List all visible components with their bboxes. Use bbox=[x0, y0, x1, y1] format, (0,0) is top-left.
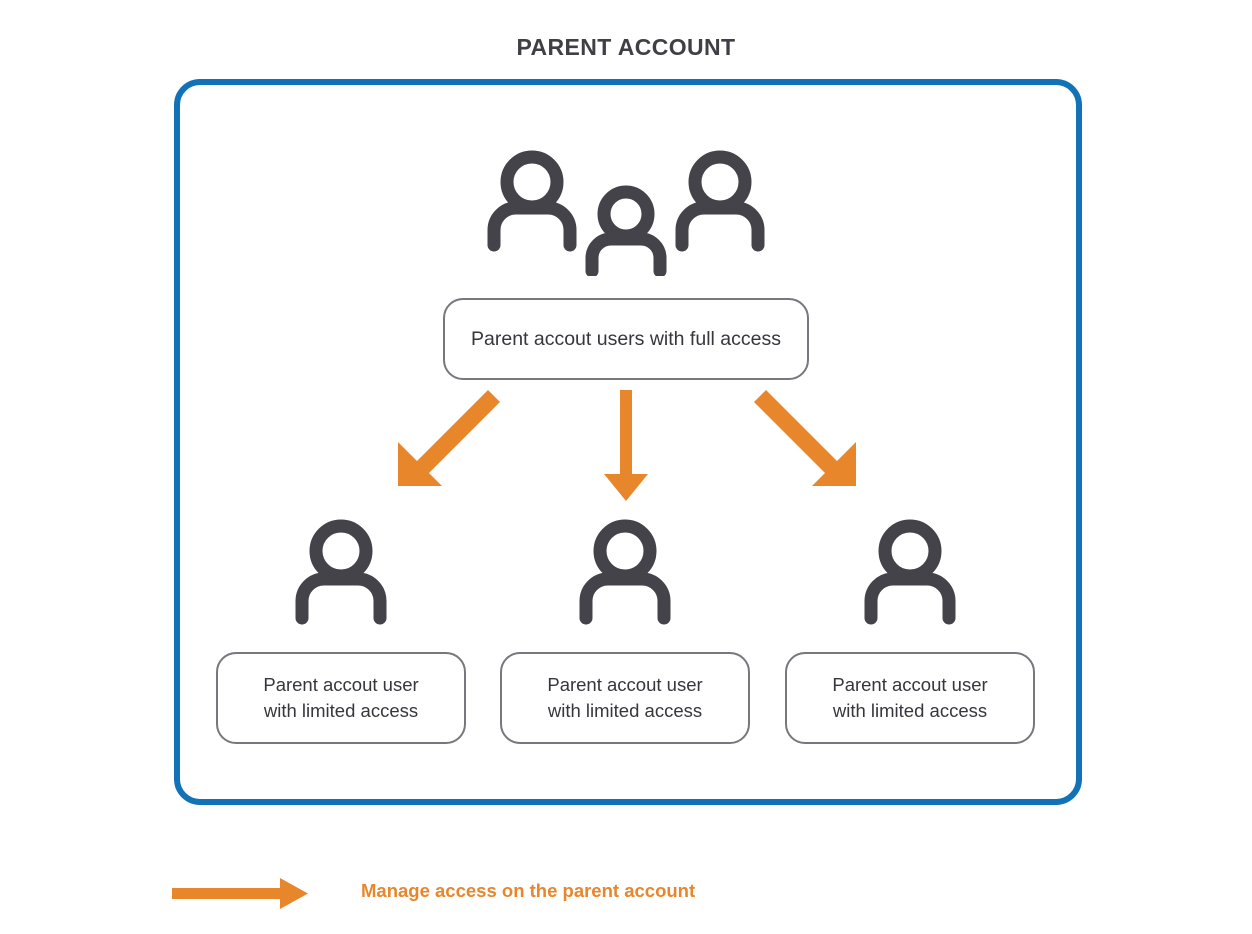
parent-users-label-text: Parent accout users with full access bbox=[471, 327, 781, 350]
three-people-icon bbox=[482, 144, 770, 278]
child-label-line2: with limited access bbox=[547, 700, 703, 721]
page-title: PARENT ACCOUNT bbox=[516, 34, 736, 60]
child-user-label-box: Parent accout user with limited access bbox=[500, 652, 750, 744]
right-arrow-icon bbox=[172, 876, 312, 910]
child-label-line2: with limited access bbox=[263, 700, 419, 721]
person-icon bbox=[858, 517, 962, 629]
legend-label: Manage access on the parent account bbox=[361, 880, 696, 901]
child-label-line2: with limited access bbox=[832, 700, 988, 721]
legend: Manage access on the parent account bbox=[172, 866, 792, 920]
arrow-down-left-icon bbox=[392, 388, 502, 488]
child-label-line1: Parent accout user bbox=[263, 674, 419, 696]
person-icon bbox=[289, 517, 393, 629]
child-label-line1: Parent accout user bbox=[832, 674, 988, 696]
child-user-label-box: Parent accout user with limited access bbox=[216, 652, 466, 744]
child-user-label-box: Parent accout user with limited access bbox=[785, 652, 1035, 744]
person-icon bbox=[573, 517, 677, 629]
child-label-line1: Parent accout user bbox=[547, 674, 703, 696]
parent-users-label-box: Parent accout users with full access bbox=[443, 298, 809, 380]
arrow-down-right-icon bbox=[752, 388, 862, 488]
arrow-down-icon bbox=[597, 388, 655, 503]
